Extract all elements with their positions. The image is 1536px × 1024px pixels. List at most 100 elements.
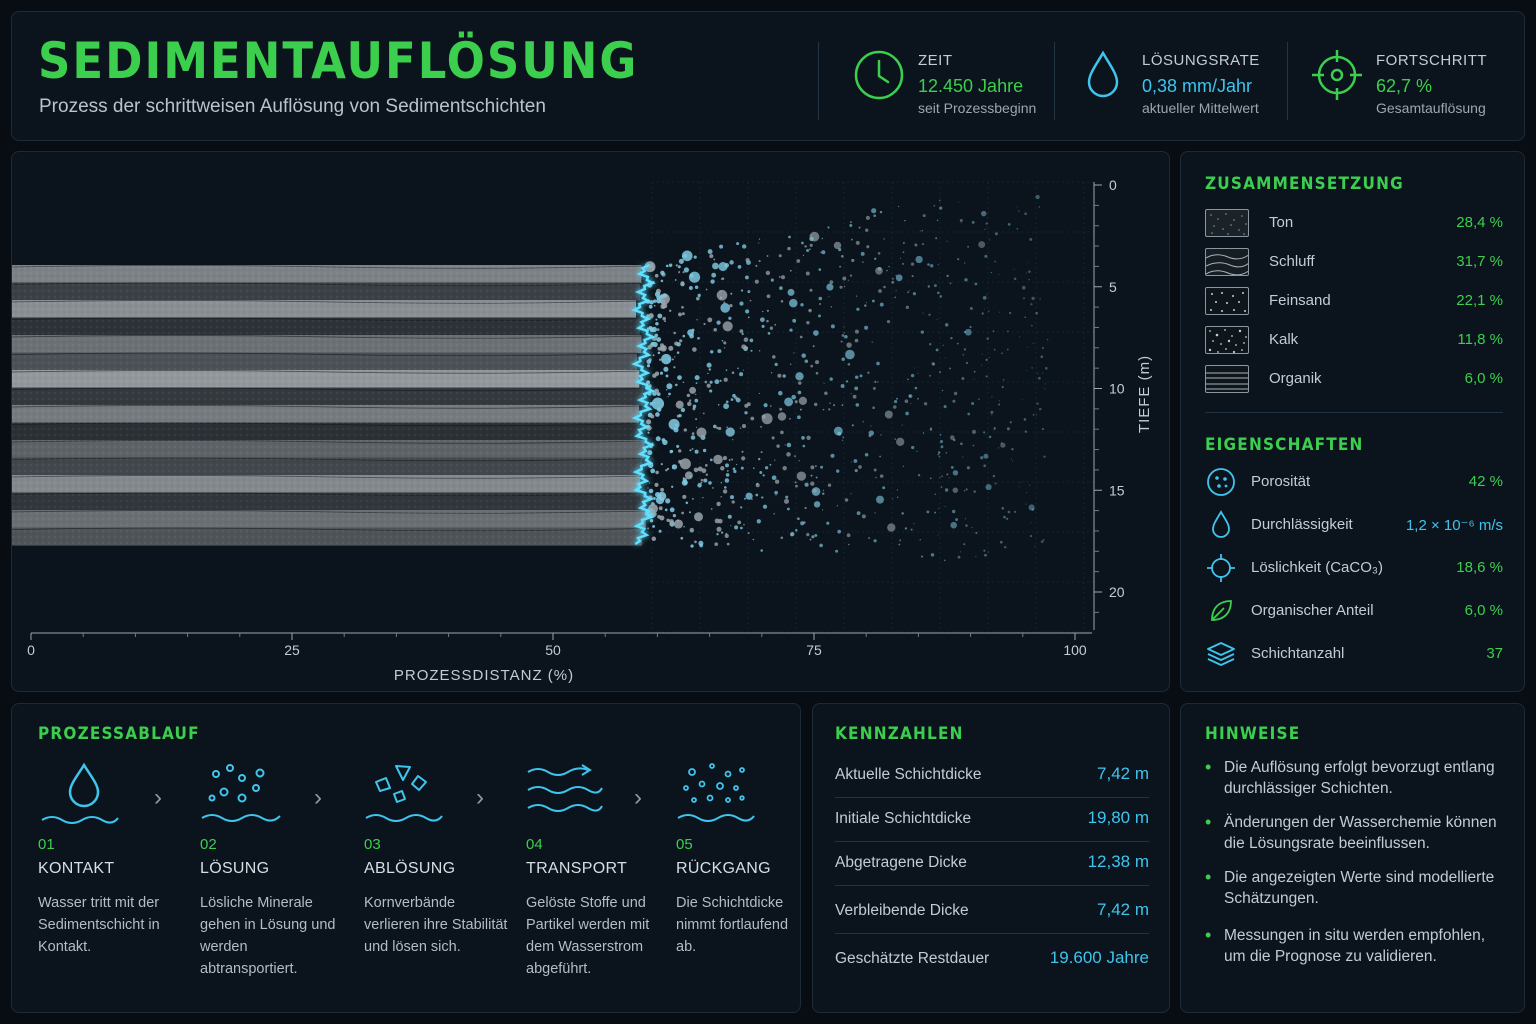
particle bbox=[750, 416, 755, 421]
particle bbox=[742, 369, 744, 371]
particle bbox=[888, 265, 890, 268]
particle bbox=[991, 396, 993, 398]
particle bbox=[1013, 277, 1017, 281]
particle bbox=[766, 255, 769, 257]
particle bbox=[1038, 376, 1041, 380]
particle bbox=[665, 389, 668, 391]
particle bbox=[801, 353, 806, 358]
particle bbox=[1044, 388, 1046, 390]
particle bbox=[673, 519, 684, 529]
particle bbox=[1029, 237, 1033, 241]
particle bbox=[872, 386, 876, 390]
particle bbox=[663, 366, 669, 372]
particle bbox=[1039, 298, 1041, 300]
composition-name: Schluff bbox=[1269, 253, 1315, 270]
particle bbox=[758, 242, 760, 244]
y-tick-label: 15 bbox=[1109, 482, 1125, 498]
particle bbox=[904, 399, 909, 403]
particle bbox=[710, 508, 713, 510]
particle bbox=[937, 508, 940, 510]
particle bbox=[973, 370, 976, 373]
particle bbox=[917, 397, 919, 400]
particle bbox=[950, 336, 953, 340]
particle bbox=[1032, 342, 1034, 344]
particle bbox=[761, 496, 764, 499]
particle bbox=[810, 465, 815, 470]
hint-item: •Die angezeigten Werte sind modellierte … bbox=[1205, 867, 1505, 909]
particle bbox=[795, 529, 798, 532]
particle bbox=[1009, 421, 1012, 424]
particle bbox=[751, 498, 753, 501]
particle bbox=[983, 308, 985, 310]
particle bbox=[775, 495, 777, 497]
water-drop-icon bbox=[41, 762, 119, 824]
particle bbox=[710, 279, 715, 284]
particle bbox=[650, 468, 656, 474]
particle bbox=[716, 289, 728, 301]
particle bbox=[747, 316, 750, 319]
particle bbox=[774, 323, 777, 326]
particle bbox=[752, 538, 755, 541]
particle bbox=[720, 303, 731, 313]
particle bbox=[725, 427, 735, 437]
particle bbox=[729, 495, 735, 500]
particle bbox=[983, 453, 989, 459]
particle bbox=[1028, 504, 1035, 511]
composition-item: Kalk 11,8 % bbox=[1205, 326, 1503, 356]
particle bbox=[939, 434, 942, 436]
particle bbox=[692, 498, 694, 500]
particle bbox=[691, 447, 694, 450]
particle bbox=[760, 425, 763, 428]
particle bbox=[840, 384, 845, 388]
particle bbox=[813, 501, 821, 508]
particle bbox=[777, 373, 782, 378]
particle bbox=[904, 527, 908, 530]
particle bbox=[978, 241, 986, 249]
particle bbox=[804, 482, 809, 487]
particle bbox=[981, 364, 983, 366]
particle bbox=[905, 305, 910, 310]
particle bbox=[891, 277, 894, 280]
particle bbox=[724, 478, 730, 483]
particle bbox=[806, 321, 810, 325]
particle bbox=[902, 241, 905, 244]
axes: 0 25 50 75 100 0 5 10 15 20 PROZESSDISTA… bbox=[27, 177, 1153, 684]
particle bbox=[994, 232, 998, 236]
particle bbox=[948, 477, 950, 479]
particle bbox=[823, 382, 825, 384]
particle bbox=[799, 375, 801, 378]
particle bbox=[795, 372, 804, 381]
particle bbox=[758, 392, 760, 394]
particle bbox=[706, 383, 711, 388]
particle bbox=[855, 295, 858, 297]
particle bbox=[773, 512, 775, 515]
particle bbox=[842, 276, 847, 281]
kennzahl-row: Abgetragene Dicke 12,38 m bbox=[835, 842, 1149, 886]
particle bbox=[652, 496, 656, 500]
particle bbox=[809, 538, 812, 541]
particle bbox=[854, 386, 859, 391]
particle bbox=[766, 319, 769, 323]
header-divider bbox=[818, 42, 819, 120]
kalk-swatch bbox=[1205, 326, 1249, 354]
particle bbox=[850, 493, 852, 495]
particle bbox=[761, 413, 773, 425]
particle bbox=[978, 398, 980, 400]
crosshair-icon bbox=[1207, 554, 1235, 582]
particle bbox=[952, 470, 959, 476]
particle bbox=[734, 525, 739, 530]
particle bbox=[701, 468, 707, 474]
particle bbox=[657, 346, 662, 351]
particle bbox=[969, 325, 972, 329]
particle bbox=[702, 448, 707, 453]
particle bbox=[886, 269, 888, 272]
particle bbox=[939, 206, 943, 210]
particle bbox=[806, 248, 810, 253]
particle bbox=[789, 417, 791, 420]
composition-percent: 31,7 % bbox=[1456, 253, 1503, 270]
particle bbox=[882, 486, 886, 490]
composition-title: ZUSAMMENSETZUNG bbox=[1205, 174, 1404, 194]
particle bbox=[677, 265, 681, 269]
particle bbox=[682, 494, 687, 499]
particle bbox=[787, 246, 791, 251]
